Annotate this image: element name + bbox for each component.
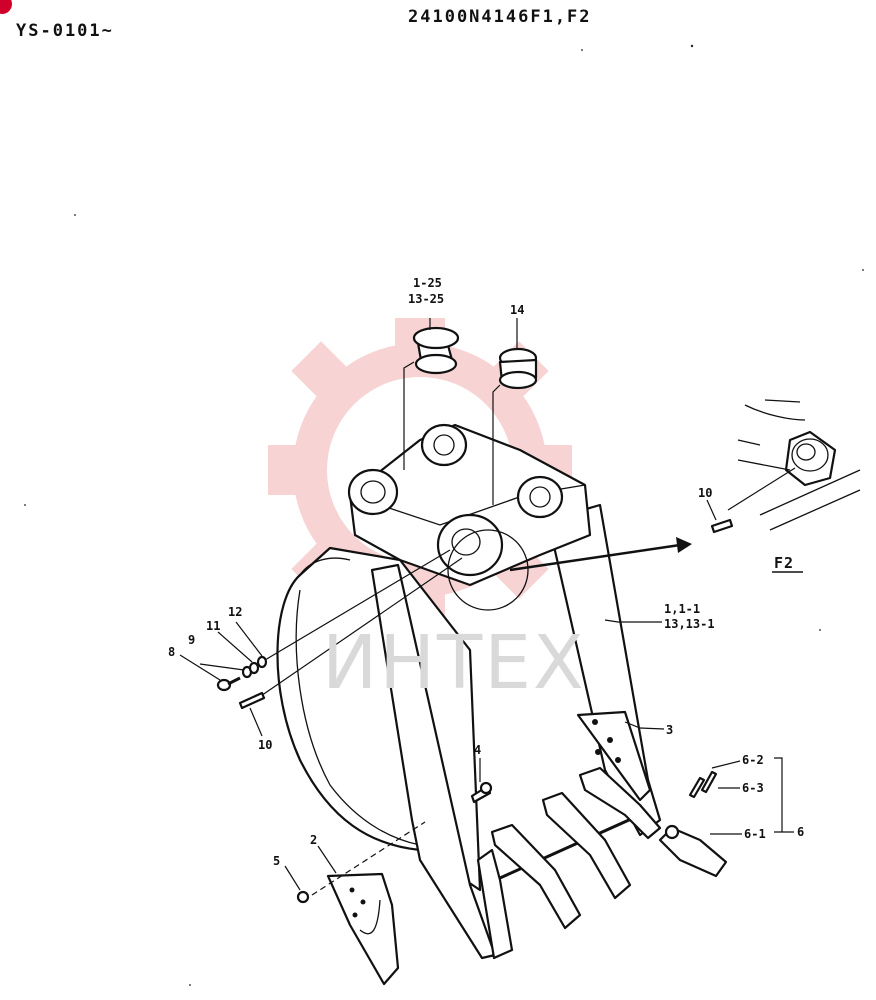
pin-10-left-label: 10 xyxy=(258,738,272,752)
part-number-label: 24100N4146F1,F2 xyxy=(408,7,592,27)
bucket-label-2: 13,13-1 xyxy=(664,617,715,631)
bushing-14-leader xyxy=(492,318,518,505)
nut-part xyxy=(296,890,310,904)
item-6-bracket xyxy=(774,757,794,833)
bucket-tooth-3 xyxy=(541,791,632,900)
bucket-label-1: 1,1-1 xyxy=(664,602,700,616)
bolt-8-part xyxy=(216,676,241,692)
item-12-leader xyxy=(235,621,263,657)
corner-mark xyxy=(0,0,12,14)
item-3-leader xyxy=(624,721,665,730)
pin-boss-upper-left xyxy=(347,468,399,516)
left-side-plate xyxy=(370,563,497,960)
pin-f2-label: 10 xyxy=(698,486,712,500)
tooth-6-assembly xyxy=(658,770,728,878)
detail-arrow xyxy=(509,537,692,572)
side-cutter-part xyxy=(326,872,400,986)
item-9-label: 9 xyxy=(188,633,195,647)
bucket-tooth-4 xyxy=(578,766,662,840)
bolt-part xyxy=(470,781,493,804)
view-f2-label: F2 xyxy=(774,554,794,572)
item-5-leader xyxy=(284,865,301,891)
bucket-tooth-5 xyxy=(576,710,652,802)
item-6-2-leader xyxy=(711,760,741,769)
bushing-13-25-label: 13-25 xyxy=(408,292,444,306)
item-9-leader xyxy=(199,663,245,671)
f2-detail-view xyxy=(710,399,861,573)
watermark-text: ИНТЕХ xyxy=(322,620,586,706)
pin-10-left-leader xyxy=(249,707,263,737)
item-8-label: 8 xyxy=(168,645,175,659)
bucket-tooth-2 xyxy=(490,823,582,930)
item-11-label: 11 xyxy=(206,619,220,633)
item-2-leader xyxy=(317,845,337,874)
serial-range-label: YS-0101~ xyxy=(16,21,114,41)
item-6-1-label: 6-1 xyxy=(744,827,766,841)
pin-boss-upper-right xyxy=(516,475,564,519)
detail-circle xyxy=(447,529,529,611)
bushing-14 xyxy=(498,347,538,390)
item-12-label: 12 xyxy=(228,605,242,619)
item-4-label: 4 xyxy=(474,743,481,757)
pin-boss-upper-mid xyxy=(420,423,468,467)
ring-12-part xyxy=(256,655,268,669)
pin-alignment-line-a xyxy=(264,549,451,661)
bushing-14-label: 14 xyxy=(510,303,524,317)
pin-alignment-line-b xyxy=(254,557,463,701)
scan-specks xyxy=(24,44,864,986)
side-cutter-bolt-line xyxy=(311,821,426,896)
item-8-leader xyxy=(179,654,221,681)
bucket-tooth-1 xyxy=(476,848,514,960)
pin-f2-leader xyxy=(706,499,717,521)
item-3-label: 3 xyxy=(666,723,673,737)
pin-10-left-part xyxy=(238,691,266,710)
item-6-label: 6 xyxy=(797,825,804,839)
item-6-3-label: 6-3 xyxy=(742,781,764,795)
item-11-leader xyxy=(217,631,253,663)
bushing-1-25-leader xyxy=(403,318,431,470)
item-5-label: 5 xyxy=(273,854,280,868)
bucket-leader xyxy=(604,619,662,623)
washer-11-part xyxy=(248,661,260,675)
item-6-2-label: 6-2 xyxy=(742,753,764,767)
item-2-label: 2 xyxy=(310,833,317,847)
bucket-shell-top xyxy=(299,557,351,576)
bushing-1-25-label: 1-25 xyxy=(413,276,442,290)
bushing-1-25 xyxy=(412,326,460,375)
